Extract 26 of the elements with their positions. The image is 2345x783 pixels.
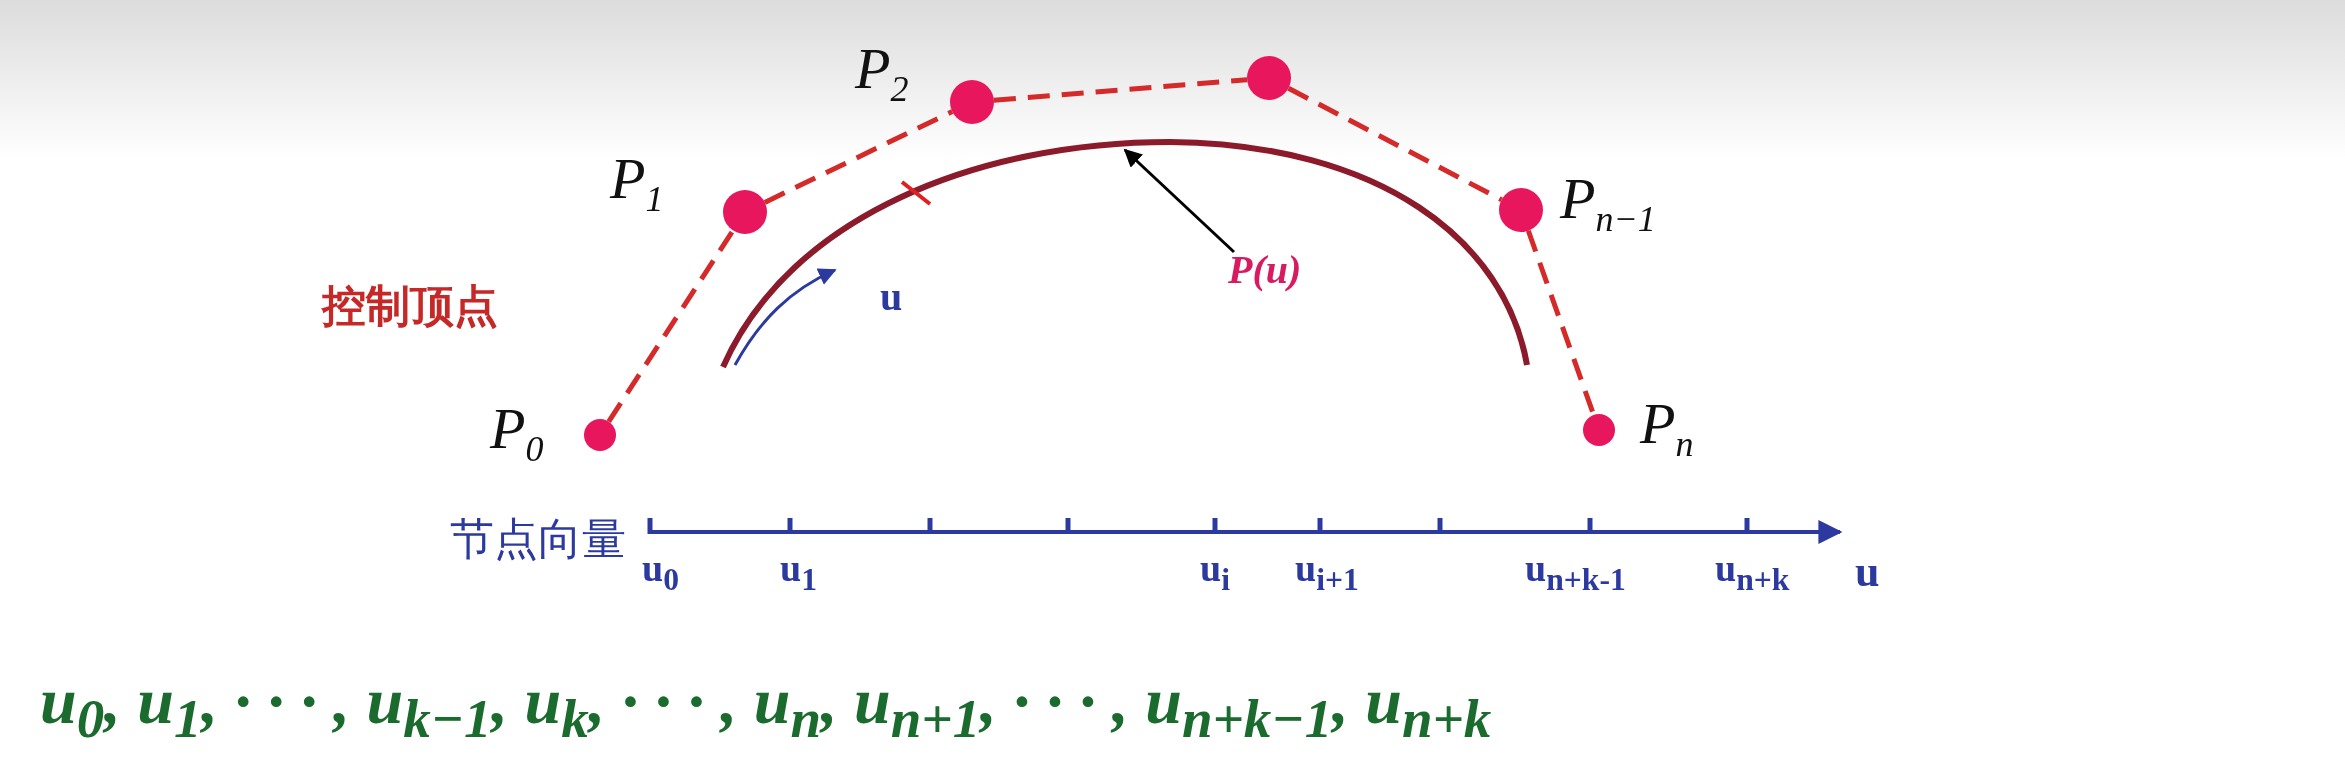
tick-label: u$_{0}$ [642, 548, 679, 598]
control-point [584, 419, 616, 451]
tick-label: u$_{i}$ [1200, 548, 1230, 598]
axis-title: 节点向量 [450, 515, 626, 564]
parameter-label: u [880, 275, 903, 319]
axis-label: u [1855, 548, 1880, 597]
point-label: P$_{1}$ [610, 150, 664, 217]
point-label: P$_{2}$ [855, 40, 909, 107]
control-polygon-line [993, 77, 1248, 103]
control-polygon-line [1287, 86, 1503, 202]
curve-label: P(u) [1228, 248, 1302, 292]
tick-label: u$_{n+k}$ [1715, 548, 1790, 598]
control-point [723, 190, 767, 234]
control-polygon-line [763, 109, 954, 205]
tick-label: u$_{i+1}$ [1295, 548, 1359, 598]
control-polygon-line [606, 229, 736, 423]
annotation-text: 控制顶点 [322, 282, 498, 331]
point-label: P$_{n−1}$ [1560, 170, 1656, 237]
leader-arrow [1123, 148, 1236, 254]
control-point [1583, 414, 1615, 446]
tick-label: u$_{n+k-1}$ [1525, 548, 1626, 598]
point-label: P$_{n}$ [1640, 395, 1694, 462]
knot-sequence: u$_{0}$, u$_{1}$, · · · , u$_{k−1}$, u$_{k}$, · · · , u$_{n}$, u$_{n+1}$, · · · , u$_{n+k−1}$, u$_{n+k}$ [40, 665, 1492, 750]
tick-label: u$_{1}$ [780, 548, 817, 598]
point-label: P$_{0}$ [490, 400, 544, 467]
control-point [1499, 188, 1543, 232]
